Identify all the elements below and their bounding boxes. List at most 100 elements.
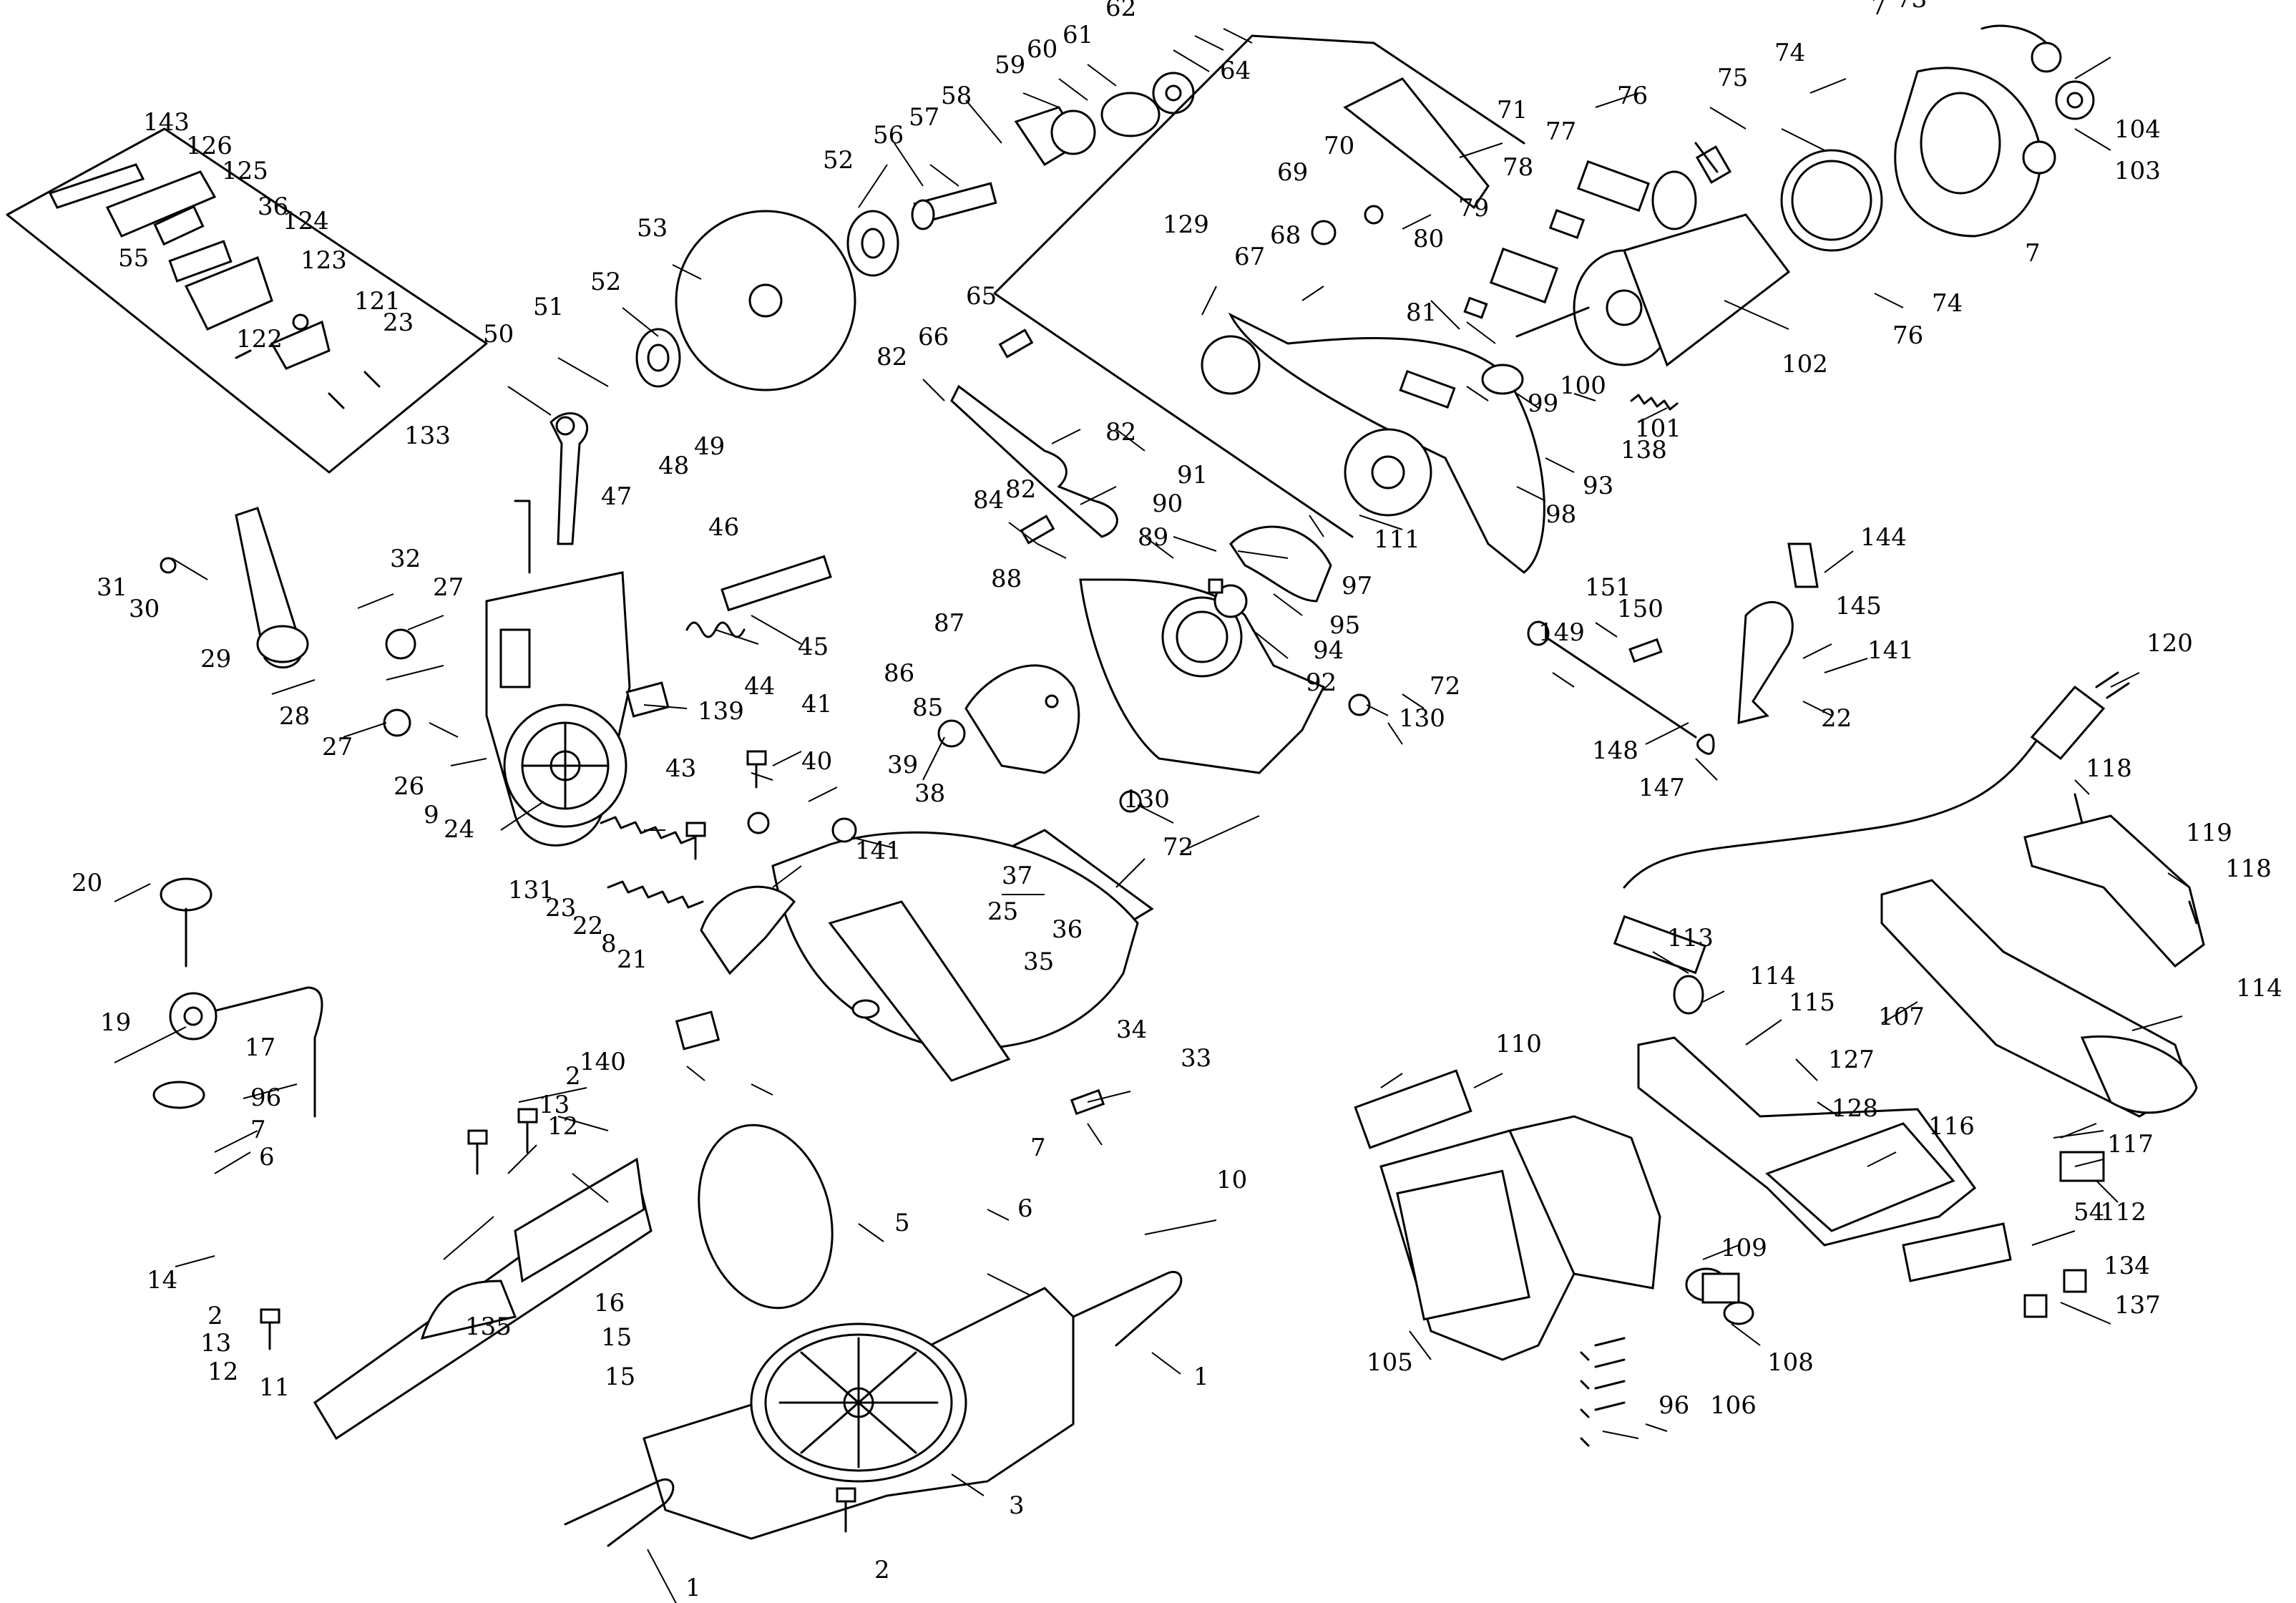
callout-12b: 12 — [547, 1112, 578, 1141]
callout-25: 25 — [987, 897, 1018, 926]
callout-48: 48 — [658, 452, 689, 480]
callout-27b: 27 — [322, 733, 353, 761]
callout-140: 140 — [580, 1048, 626, 1076]
callout-30: 30 — [129, 595, 160, 623]
callout-22: 22 — [572, 912, 603, 940]
callout-2c: 2 — [565, 1062, 581, 1091]
callout-46: 46 — [708, 513, 739, 542]
callout-134: 134 — [2104, 1252, 2150, 1280]
callout-85: 85 — [912, 693, 943, 722]
callout-61: 61 — [1062, 21, 1093, 49]
callout-111: 111 — [1374, 525, 1420, 554]
callout-73: 73 — [1896, 0, 1927, 14]
callout-107: 107 — [1878, 1003, 1925, 1031]
callout-45: 45 — [798, 633, 829, 661]
callout-119: 119 — [2186, 819, 2232, 847]
callout-64: 64 — [1220, 57, 1251, 85]
callout-74b: 74 — [1932, 289, 1963, 318]
callout-141b: 141 — [1867, 636, 1914, 665]
callout-105: 105 — [1367, 1348, 1413, 1377]
callout-125: 125 — [222, 157, 268, 185]
callout-84: 84 — [973, 486, 1004, 515]
callout-133: 133 — [404, 422, 451, 450]
callout-129: 129 — [1163, 210, 1209, 239]
callout-7c: 7 — [2025, 239, 2041, 268]
callout-117: 117 — [2107, 1130, 2154, 1159]
callout-79: 79 — [1458, 194, 1489, 223]
callout-109: 109 — [1721, 1234, 1767, 1262]
callout-60: 60 — [1027, 35, 1057, 64]
callout-33: 33 — [1181, 1044, 1211, 1073]
callout-130b: 130 — [1399, 704, 1445, 733]
callout-35: 35 — [1023, 947, 1054, 976]
callout-51: 51 — [533, 293, 564, 321]
callout-19: 19 — [100, 1008, 131, 1037]
callout-104: 104 — [2114, 115, 2161, 144]
callout-59: 59 — [995, 51, 1025, 79]
callout-103: 103 — [2114, 157, 2161, 185]
callout-31: 31 — [97, 573, 127, 602]
callout-93: 93 — [1583, 472, 1613, 500]
callout-20: 20 — [72, 869, 102, 897]
callout-36b: 36 — [258, 193, 288, 221]
callout-62: 62 — [1105, 0, 1136, 22]
callout-115: 115 — [1789, 988, 1835, 1017]
callout-126: 126 — [186, 132, 233, 160]
callout-120: 120 — [2146, 629, 2193, 658]
callout-96: 96 — [250, 1083, 281, 1112]
leader-lines — [114, 28, 2190, 1603]
callout-8: 8 — [601, 930, 617, 958]
callout-7b: 7 — [250, 1116, 266, 1144]
callout-7d: 7 — [1871, 0, 1887, 21]
callout-124: 124 — [283, 207, 329, 235]
callout-95: 95 — [1329, 611, 1360, 640]
callout-labels: 1 1 2 2 2 3 5 6 6 7 7 7 7 8 9 10 11 12 1… — [72, 0, 2282, 1602]
callout-16: 16 — [594, 1289, 625, 1317]
callout-114: 114 — [1749, 962, 1796, 990]
callout-13: 13 — [200, 1329, 231, 1358]
callout-144: 144 — [1860, 523, 1907, 552]
callout-102: 102 — [1782, 350, 1828, 379]
callout-43: 43 — [665, 754, 696, 783]
callout-2b: 2 — [207, 1302, 223, 1330]
callout-1: 1 — [685, 1574, 701, 1602]
callout-97: 97 — [1342, 572, 1372, 600]
callout-137: 137 — [2114, 1291, 2161, 1320]
callout-147: 147 — [1638, 774, 1685, 802]
callout-2: 2 — [874, 1556, 890, 1584]
callout-10: 10 — [1216, 1166, 1247, 1194]
callout-113: 113 — [1667, 924, 1714, 952]
callout-40: 40 — [801, 747, 832, 776]
callout-24: 24 — [444, 815, 474, 844]
callout-22b: 22 — [1821, 704, 1852, 733]
callout-49: 49 — [694, 432, 725, 461]
callout-15b: 15 — [605, 1363, 635, 1391]
callout-141: 141 — [855, 837, 902, 865]
callout-114b: 114 — [2236, 974, 2282, 1003]
callout-82c: 82 — [1005, 475, 1036, 504]
callout-78: 78 — [1503, 153, 1533, 182]
callout-72b: 72 — [1430, 672, 1460, 701]
callout-9: 9 — [424, 801, 439, 829]
callout-65: 65 — [966, 282, 997, 311]
callout-29: 29 — [200, 645, 231, 673]
callout-23b: 23 — [383, 308, 414, 337]
callout-75: 75 — [1717, 64, 1748, 92]
callout-12: 12 — [207, 1358, 238, 1386]
callout-5: 5 — [894, 1209, 910, 1237]
callout-92: 92 — [1306, 668, 1337, 697]
callout-82: 82 — [876, 343, 907, 371]
callout-82b: 82 — [1105, 418, 1136, 447]
callout-74: 74 — [1774, 39, 1805, 67]
callout-77: 77 — [1545, 117, 1576, 146]
callout-39: 39 — [887, 751, 918, 779]
callout-99: 99 — [1528, 389, 1558, 418]
callout-100: 100 — [1560, 371, 1606, 400]
callout-15: 15 — [601, 1323, 632, 1352]
callout-70: 70 — [1324, 132, 1354, 160]
callout-76b: 76 — [1892, 321, 1923, 350]
callout-37: 37 — [1002, 862, 1032, 890]
part-drawings — [6, 24, 2205, 1547]
callout-7: 7 — [1030, 1134, 1046, 1162]
